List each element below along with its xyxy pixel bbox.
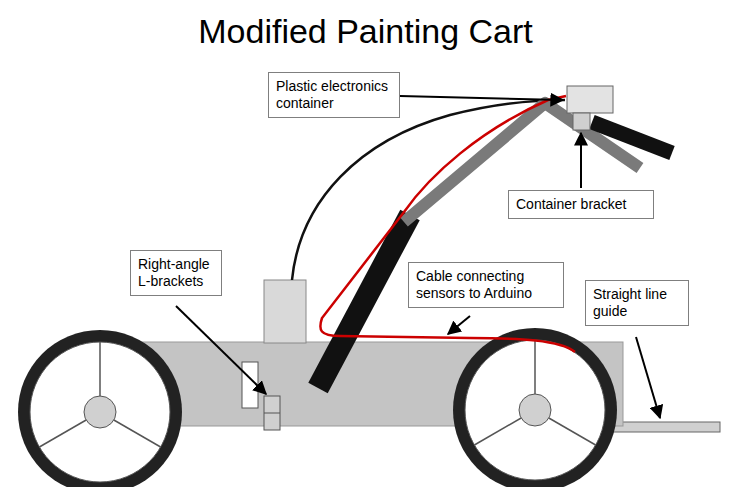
callout-label: Straight line guide xyxy=(593,286,681,320)
sensor-block xyxy=(264,280,306,343)
rear-wheel xyxy=(18,330,182,487)
front-wheel xyxy=(453,328,617,487)
leader-line xyxy=(176,306,266,394)
diagram-title: Modified Painting Cart xyxy=(0,12,731,51)
sensor-cable xyxy=(320,96,575,352)
l-bracket xyxy=(264,396,280,430)
callout-label: Right-angle L-brackets xyxy=(138,256,214,290)
leader-line xyxy=(580,133,582,188)
leader-line xyxy=(636,337,660,418)
callout-box: Plastic electronics container xyxy=(268,72,400,118)
handle-lower xyxy=(318,215,410,388)
callout-box: Container bracket xyxy=(508,190,654,219)
container-bracket xyxy=(573,113,590,130)
leader-line xyxy=(448,316,470,334)
callout-box: Straight line guide xyxy=(585,280,689,326)
line-guide xyxy=(612,422,720,432)
callout-box: Cable connecting sensors to Arduino xyxy=(408,262,564,308)
callout-label: Plastic electronics container xyxy=(276,78,392,112)
callout-box: Right-angle L-brackets xyxy=(130,250,222,296)
callout-label: Container bracket xyxy=(516,196,646,213)
callout-label: Cable connecting sensors to Arduino xyxy=(416,268,556,302)
leader-line xyxy=(400,96,563,100)
electronics-container xyxy=(567,86,613,113)
handle-grip xyxy=(592,122,672,153)
